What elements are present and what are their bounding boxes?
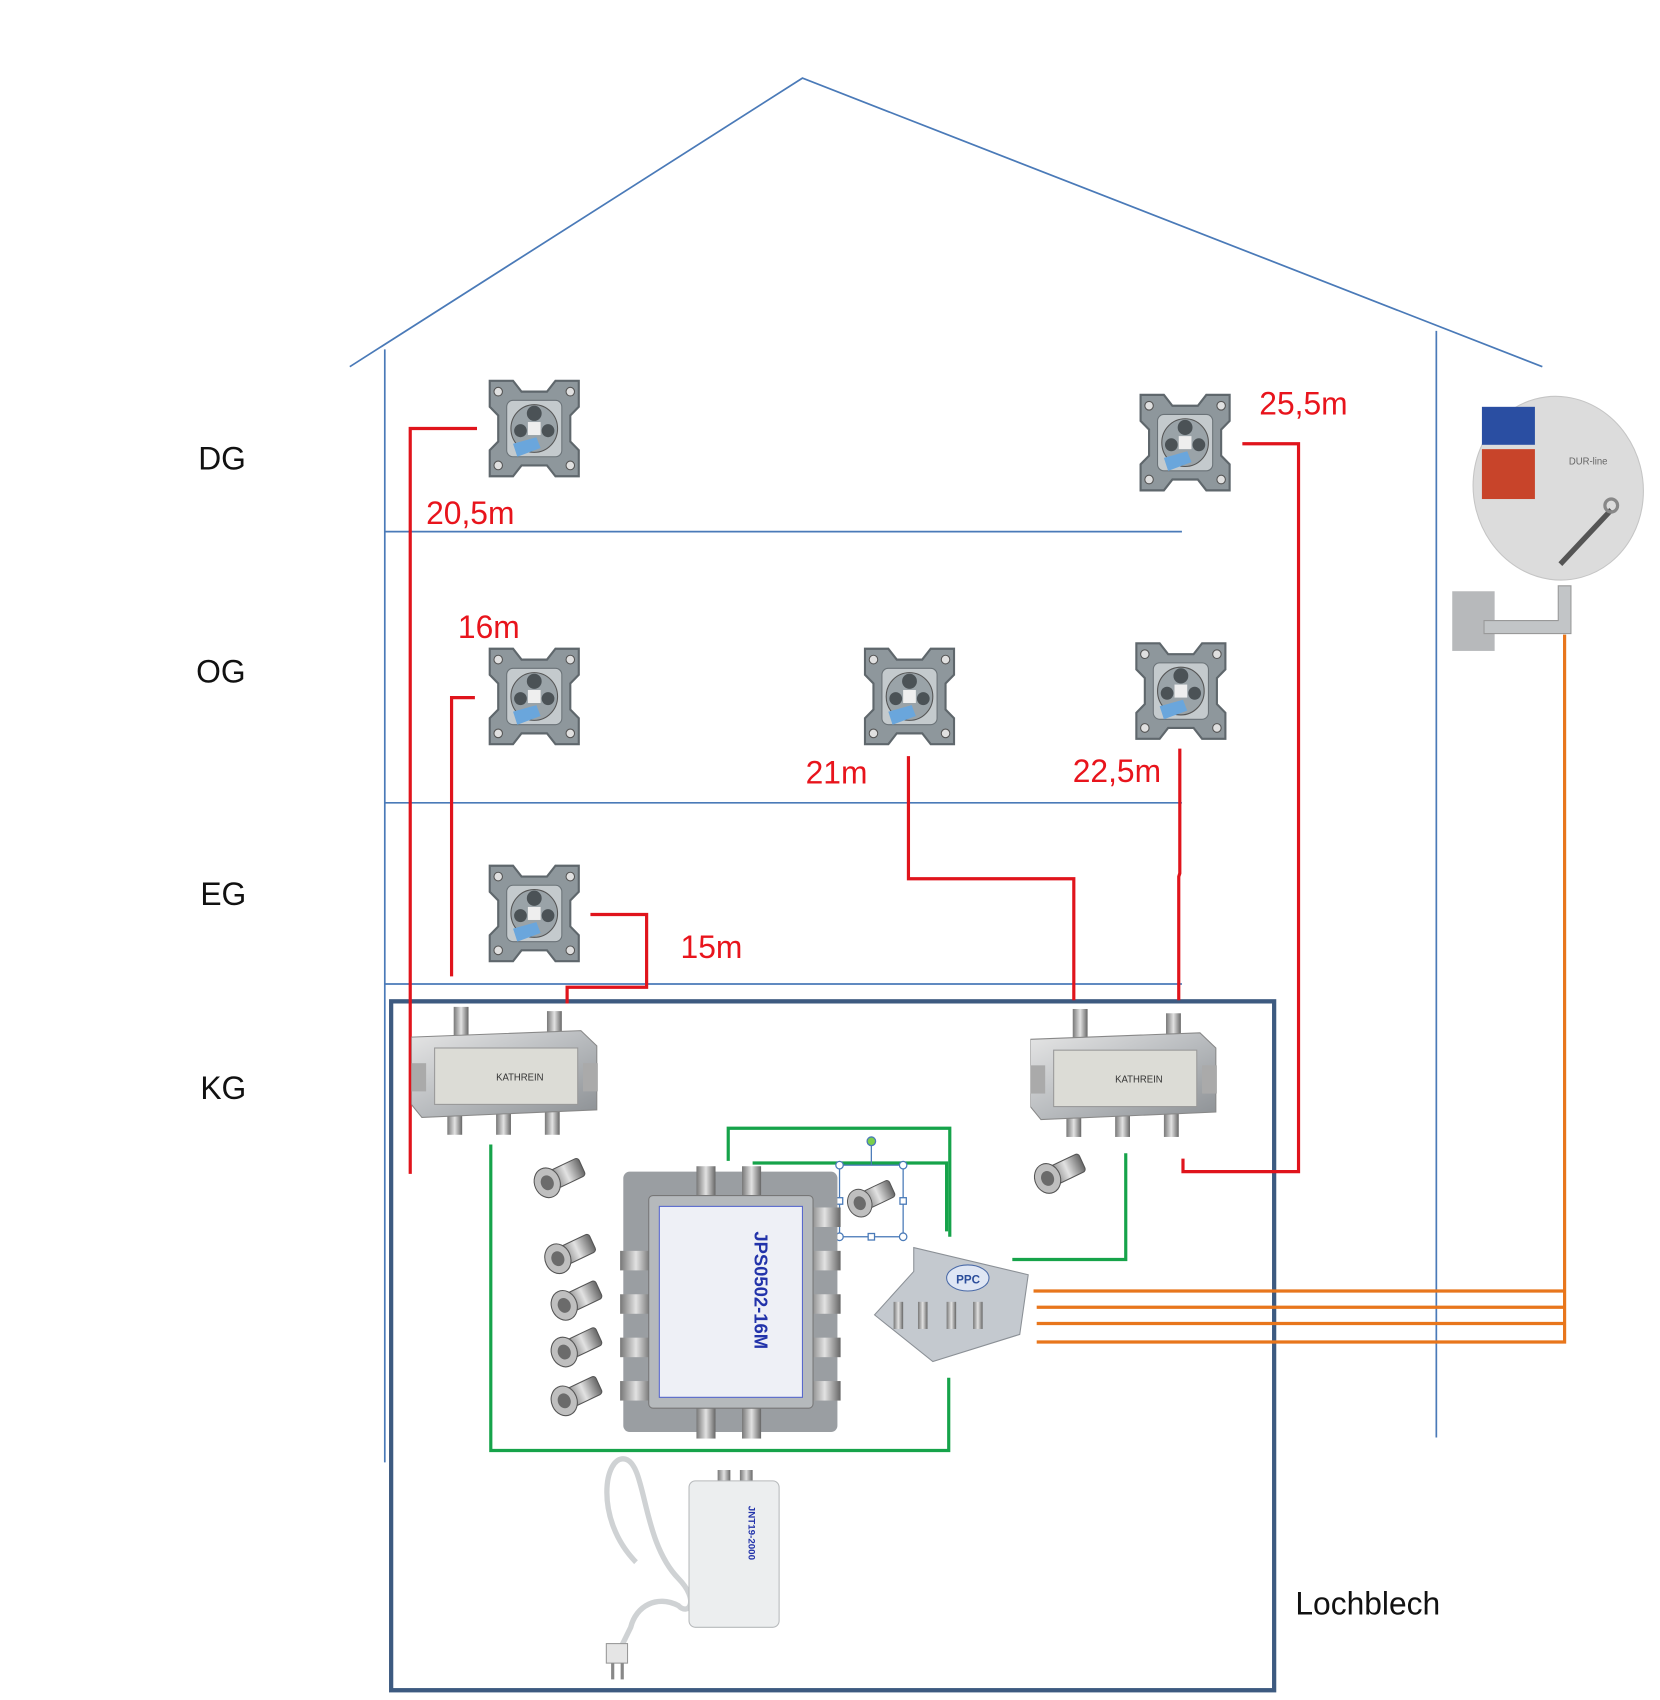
f-connector-icon <box>528 1152 589 1203</box>
length-label-og-right: 22,5m <box>1073 753 1161 789</box>
f-connector-icon <box>842 1174 899 1222</box>
cable-og-left <box>449 695 475 977</box>
f-connector-icon <box>545 1274 606 1326</box>
floor-label-dg: DG <box>198 440 246 476</box>
f-connector-icon <box>545 1321 606 1372</box>
length-label-og-middle: 21m <box>806 754 868 790</box>
power-supply: JNT19-2000 <box>604 1456 780 1680</box>
floor-label-og: OG <box>196 653 245 689</box>
f-connector-icon <box>539 1228 600 1279</box>
splitter-right <box>1030 1008 1218 1138</box>
cable-og-right <box>1177 748 1182 1001</box>
antenna-socket-dg-right <box>1139 393 1231 492</box>
grounding-block-brand: PPC <box>956 1273 980 1286</box>
cable-dg-left <box>408 426 478 1174</box>
lnb-cables <box>1033 634 1567 1344</box>
selection-handles <box>835 1136 908 1242</box>
length-label-dg-left: 20,5m <box>426 495 514 531</box>
multiswitch: JPS0502-16M <box>620 1166 841 1439</box>
multiswitch-model-label: JPS0502-16M <box>751 1231 772 1349</box>
power-supply-model-label: JNT19-2000 <box>745 1506 756 1560</box>
satellite-dish: DUR-line <box>1452 395 1644 651</box>
f-connector-icon <box>545 1370 606 1421</box>
antenna-socket-og-left <box>488 647 580 746</box>
cable-dg-right <box>1181 442 1301 1174</box>
length-label-dg-right: 25,5m <box>1259 385 1347 421</box>
dish-brand-label: DUR-line <box>1569 456 1608 467</box>
cable-og-middle <box>906 756 1076 1001</box>
antenna-socket-dg-left <box>488 379 580 478</box>
length-label-og-left: 16m <box>458 609 520 645</box>
roof-line <box>349 77 1543 368</box>
grounding-block: PPC <box>873 1246 1029 1363</box>
floor-label-eg: EG <box>200 875 246 911</box>
enclosure-label: Lochblech <box>1295 1585 1440 1621</box>
lochblech-enclosure <box>389 999 1277 1693</box>
length-label-eg: 15m <box>681 929 743 965</box>
floor-label-kg: KG <box>200 1070 246 1106</box>
antenna-socket-og-right <box>1135 642 1227 740</box>
cable-eg <box>565 912 649 1004</box>
antenna-socket-og-middle <box>863 647 956 746</box>
f-connector-icon <box>1029 1147 1090 1199</box>
internal-cables <box>489 1126 1128 1453</box>
splitter-left <box>411 1006 599 1136</box>
antenna-socket-eg <box>488 864 580 963</box>
